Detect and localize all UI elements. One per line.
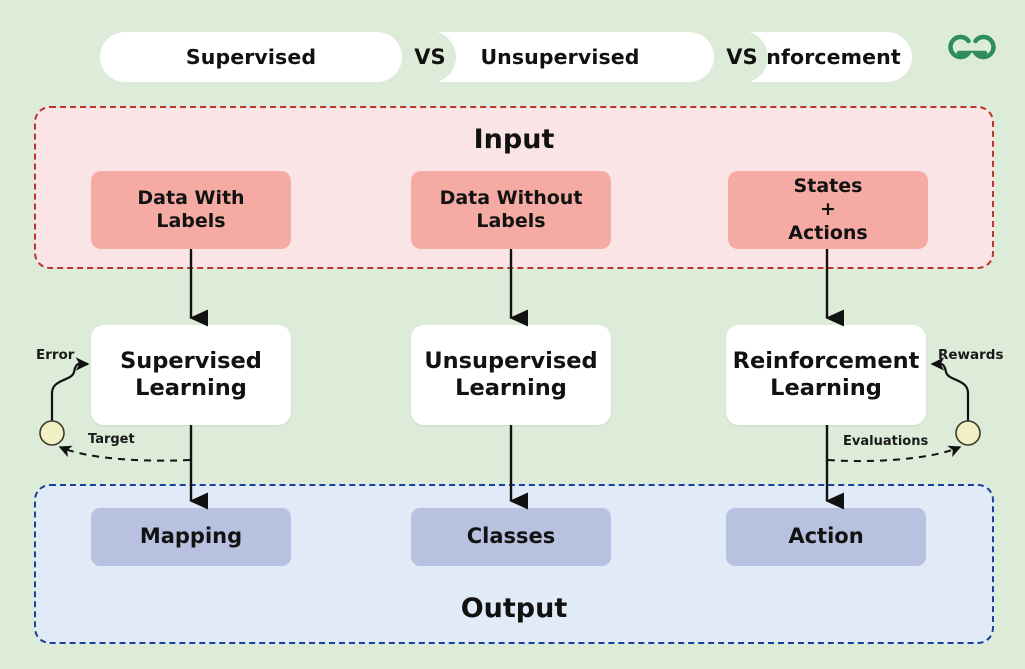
input-box-unsupervised[interactable]: Data Without Labels	[411, 171, 611, 249]
output-box-label: Action	[788, 524, 864, 549]
output-box-unsupervised[interactable]: Classes	[411, 508, 611, 566]
loop-label-text: Error	[36, 347, 75, 363]
output-box-label: Mapping	[139, 524, 243, 549]
loop-arrow-error	[50, 357, 90, 421]
output-box-label: Classes	[466, 524, 556, 549]
output-box-supervised[interactable]: Mapping	[91, 508, 291, 566]
model-box-label: Supervised Learning	[120, 347, 262, 401]
loop-label-error: Error	[36, 347, 74, 363]
header-separator-1: VS	[402, 32, 458, 82]
model-box-unsupervised[interactable]: Unsupervised Learning	[411, 325, 611, 425]
input-box-label: Data Without Labels	[439, 186, 583, 232]
header-pill-bar: Supervised VS Unsupervised VS Reinforcem…	[100, 32, 912, 82]
header-separator-2: VS	[714, 32, 770, 82]
input-box-reinforcement[interactable]: States + Actions	[728, 171, 928, 249]
input-box-label: States + Actions	[788, 175, 868, 244]
vs-label: VS	[726, 45, 758, 69]
model-box-label: Unsupervised Learning	[424, 347, 598, 401]
output-section-title: Output	[460, 593, 568, 624]
loop-label-text: Rewards	[938, 347, 1004, 363]
loop-arrow-target	[58, 445, 191, 462]
input-section-title: Input	[473, 124, 555, 155]
loop-label-target: Target	[88, 432, 135, 447]
loop-arrow-evaluations	[827, 445, 962, 463]
loop-label-evaluations: Evaluations	[843, 434, 928, 449]
loop-arrow-rewards	[930, 357, 970, 421]
feedback-node-left[interactable]	[39, 420, 65, 446]
model-box-reinforcement[interactable]: Reinforcement Learning	[726, 325, 926, 425]
model-box-supervised[interactable]: Supervised Learning	[91, 325, 291, 425]
output-box-reinforcement[interactable]: Action	[726, 508, 926, 566]
input-box-supervised[interactable]: Data With Labels	[91, 171, 291, 249]
header-pill-label: Supervised	[185, 45, 317, 69]
feedback-node-right[interactable]	[955, 420, 981, 446]
loop-label-text: Evaluations	[843, 434, 929, 449]
header-pill-label: Unsupervised	[480, 45, 640, 69]
geeksforgeeks-logo[interactable]	[941, 27, 1003, 67]
loop-label-rewards: Rewards	[938, 347, 1004, 363]
model-box-label: Reinforcement Learning	[732, 347, 920, 401]
vs-label: VS	[414, 45, 446, 69]
input-box-label: Data With Labels	[137, 186, 245, 232]
loop-label-text: Target	[88, 432, 135, 447]
header-pill-supervised[interactable]: Supervised	[100, 32, 402, 82]
